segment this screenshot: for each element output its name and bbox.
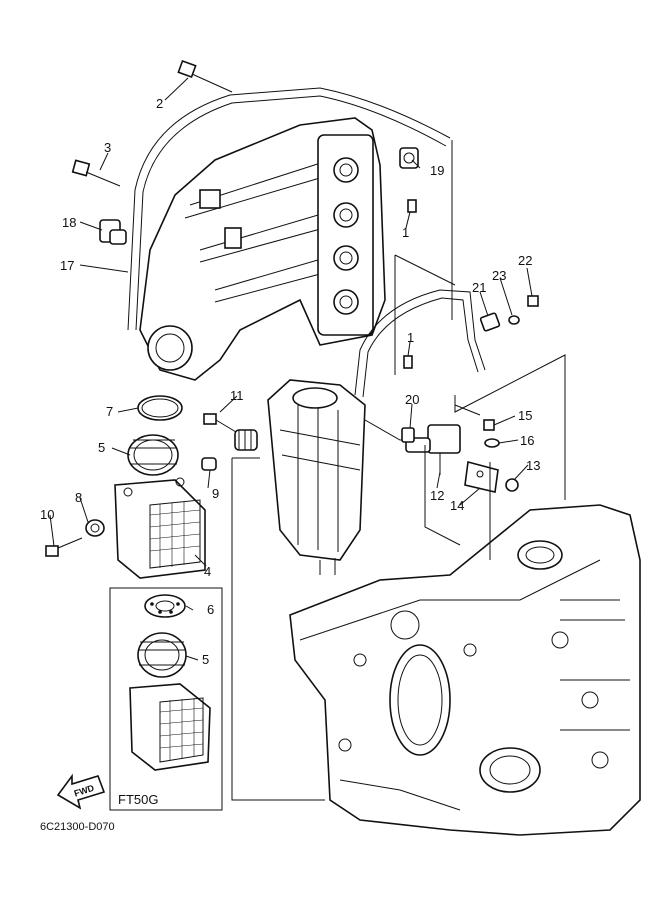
engine-block	[289, 504, 641, 836]
callout-15: 15	[518, 408, 532, 423]
damper-11	[234, 429, 258, 451]
callout-21: 21	[472, 280, 486, 295]
callout-6: 6	[207, 602, 214, 617]
callout-1-upper: 1	[402, 225, 409, 240]
bolt-3	[71, 159, 121, 187]
silencer-variant	[129, 683, 211, 771]
bolt-10	[45, 537, 83, 557]
bolt-11	[203, 413, 237, 433]
joint-5-variant	[137, 632, 187, 678]
callout-10: 10	[40, 507, 54, 522]
forward-arrow-icon: FWD	[56, 773, 106, 810]
callout-20: 20	[405, 392, 419, 407]
washer-23	[508, 315, 520, 325]
reference-lines	[231, 140, 566, 801]
callout-leaders	[49, 77, 533, 661]
callout-17: 17	[60, 258, 74, 273]
callout-16: 16	[520, 433, 534, 448]
callout-19: 19	[430, 163, 444, 178]
callout-14: 14	[450, 498, 464, 513]
callout-numbers: 1 1 2 3 4 5 5 6 7 8 9 10 11 12 13 14 15 …	[40, 96, 540, 667]
clip-19	[399, 147, 419, 169]
callout-9: 9	[212, 486, 219, 501]
callout-7: 7	[106, 404, 113, 419]
variant-label: FT50G	[118, 792, 158, 807]
intake-manifold	[139, 117, 386, 381]
sensor-21	[479, 312, 501, 332]
callout-8: 8	[75, 490, 82, 505]
callout-3: 3	[104, 140, 111, 155]
clip-20	[401, 427, 415, 443]
callout-12: 12	[430, 488, 444, 503]
document-code: 6C21300-D070	[40, 821, 115, 833]
callout-18: 18	[62, 215, 76, 230]
clamp-7	[137, 395, 183, 421]
callout-5-variant: 5	[202, 652, 209, 667]
callout-23: 23	[492, 268, 506, 283]
callout-11: 11	[230, 388, 244, 403]
nut-13	[505, 478, 519, 492]
joint-5	[127, 434, 179, 476]
grommet-9	[201, 457, 217, 471]
bolt-22	[527, 295, 539, 307]
callout-22: 22	[518, 253, 532, 268]
callout-2: 2	[156, 96, 163, 111]
bracket-14	[464, 460, 499, 493]
callout-5: 5	[98, 440, 105, 455]
plate-6	[144, 594, 186, 618]
vapor-separator	[267, 379, 366, 575]
callout-13: 13	[526, 458, 540, 473]
washer-16	[484, 438, 500, 448]
callout-4: 4	[204, 564, 211, 579]
solenoid-12	[405, 424, 461, 475]
bolt-15	[483, 419, 495, 431]
clip-18	[99, 219, 127, 245]
silencer-4	[114, 477, 206, 579]
bolt-2	[177, 59, 233, 93]
ft50g-variant-box: FT50G	[109, 587, 223, 811]
grommet-8	[85, 519, 105, 537]
hose	[127, 87, 451, 331]
callout-1-lower: 1	[407, 330, 414, 345]
